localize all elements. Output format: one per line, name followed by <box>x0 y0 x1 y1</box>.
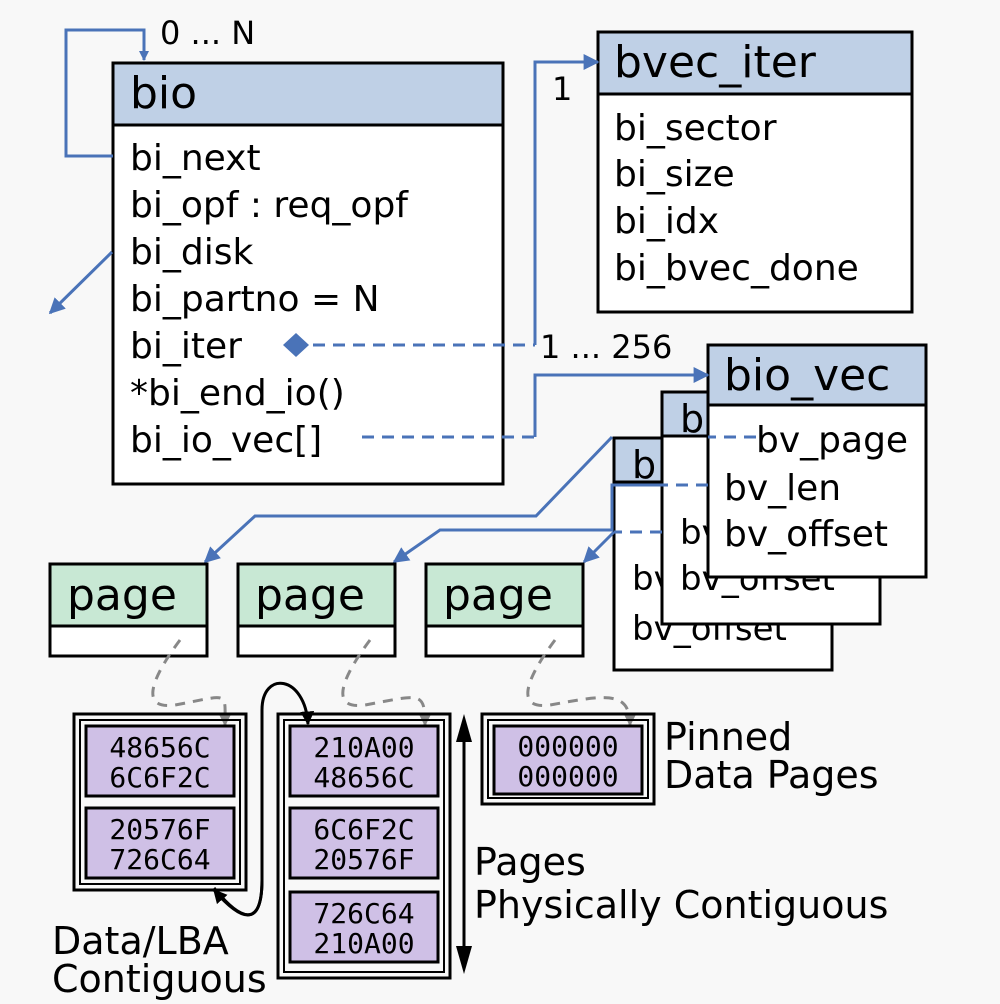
connector-bv-page-2 <box>392 483 708 564</box>
svg-text:48656C: 48656C <box>313 761 414 794</box>
connector-bi-io-vec-to-bio-vec <box>362 367 710 439</box>
memory-cell: 210A00 48656C <box>288 724 440 798</box>
connector-bv-page-1 <box>203 435 756 564</box>
svg-text:6C6F2C: 6C6F2C <box>109 761 210 794</box>
svg-text:210A00: 210A00 <box>313 927 414 960</box>
bio-vec-back2-title: b <box>632 443 656 487</box>
page-box: page <box>48 562 209 658</box>
bio-field: bi_partno = N <box>130 279 380 320</box>
arrow-up-icon <box>456 714 472 742</box>
svg-text:000000: 000000 <box>517 760 618 793</box>
bvec-iter-field: bi_sector <box>614 108 777 149</box>
bio-vec-field: bv_len <box>724 468 841 509</box>
page-box: page <box>236 562 397 658</box>
bvec-iter-box: bvec_iter bi_sector bi_size bi_idx bi_bv… <box>596 30 914 314</box>
page-label: page <box>255 570 365 621</box>
pinned-label: Pinned <box>664 715 792 759</box>
bvec-iter-field: bi_idx <box>614 201 719 242</box>
connector-data-lba-contiguous <box>212 681 315 917</box>
svg-text:20576F: 20576F <box>313 843 414 876</box>
page-box: page <box>424 562 585 658</box>
connector-bv-page-3 <box>582 530 662 564</box>
svg-text:000000: 000000 <box>517 730 618 763</box>
memory-cells: 48656C 6C6F2C 20576F 726C64 210A00 48656… <box>84 724 644 964</box>
bio-field: bi_io_vec[] <box>130 420 322 461</box>
bio-field: bi_iter <box>130 326 242 367</box>
memory-cell: 000000 000000 <box>492 724 644 796</box>
bvec-iter-field: bi_bvec_done <box>614 248 859 289</box>
svg-text:48656C: 48656C <box>109 731 210 764</box>
bio-title: bio <box>130 68 197 119</box>
bio-field: bi_next <box>130 138 261 179</box>
data-lba-label: Data/LBA <box>52 919 229 963</box>
connector-bi-iter-to-bvec-iter <box>283 54 600 357</box>
bio-vec-back1-title: b <box>680 397 704 441</box>
bio-box: bio bi_next bi_opf : req_opf bi_disk bi_… <box>111 61 505 486</box>
bio-field: *bi_end_io() <box>130 373 345 414</box>
bvec-iter-title: bvec_iter <box>614 37 817 88</box>
multiplicity-bvec-iter: 1 <box>552 70 572 108</box>
svg-text:726C64: 726C64 <box>313 897 414 930</box>
memory-cell: 6C6F2C 20576F <box>288 806 440 880</box>
memory-frame-col3 <box>480 712 656 806</box>
connector-physically-contiguous <box>456 714 472 974</box>
svg-text:726C64: 726C64 <box>109 843 210 876</box>
bio-vec-field: bv_offset <box>724 514 888 555</box>
contiguous-label: Physically Contiguous <box>474 883 888 927</box>
connector-bi-next-self-loop <box>64 28 149 158</box>
composition-diamond-icon <box>283 333 309 357</box>
page-label: page <box>443 570 553 621</box>
arrow-down-icon <box>456 946 472 974</box>
svg-text:210A00: 210A00 <box>313 731 414 764</box>
svg-text:6C6F2C: 6C6F2C <box>313 813 414 846</box>
contiguous-label: Pages <box>474 840 586 884</box>
connector-bi-disk <box>48 250 114 315</box>
svg-text:20576F: 20576F <box>109 813 210 846</box>
multiplicity-bio-vec: 1 ... 256 <box>540 328 672 366</box>
memory-cell: 20576F 726C64 <box>84 806 236 880</box>
bio-field: bi_opf : req_opf <box>130 185 409 226</box>
bio-vec-field: bv_page <box>756 420 908 461</box>
multiplicity-bio-self: 0 ... N <box>160 14 255 52</box>
memory-cell: 48656C 6C6F2C <box>84 724 236 798</box>
bio-vec-box: bio_vec bv_page bv_len bv_offset <box>706 343 928 579</box>
bio-vec-title: bio_vec <box>724 350 890 401</box>
memory-cell: 726C64 210A00 <box>288 890 440 964</box>
memory-frame-col1 <box>72 712 248 892</box>
page-label: page <box>67 570 177 621</box>
data-lba-label: Contiguous <box>52 957 267 1001</box>
connector-page-to-memory <box>151 639 637 727</box>
memory-frame-col2 <box>276 712 452 980</box>
bvec-iter-field: bi_size <box>614 154 735 195</box>
pinned-label: Data Pages <box>664 753 879 797</box>
bio-field: bi_disk <box>130 232 253 273</box>
